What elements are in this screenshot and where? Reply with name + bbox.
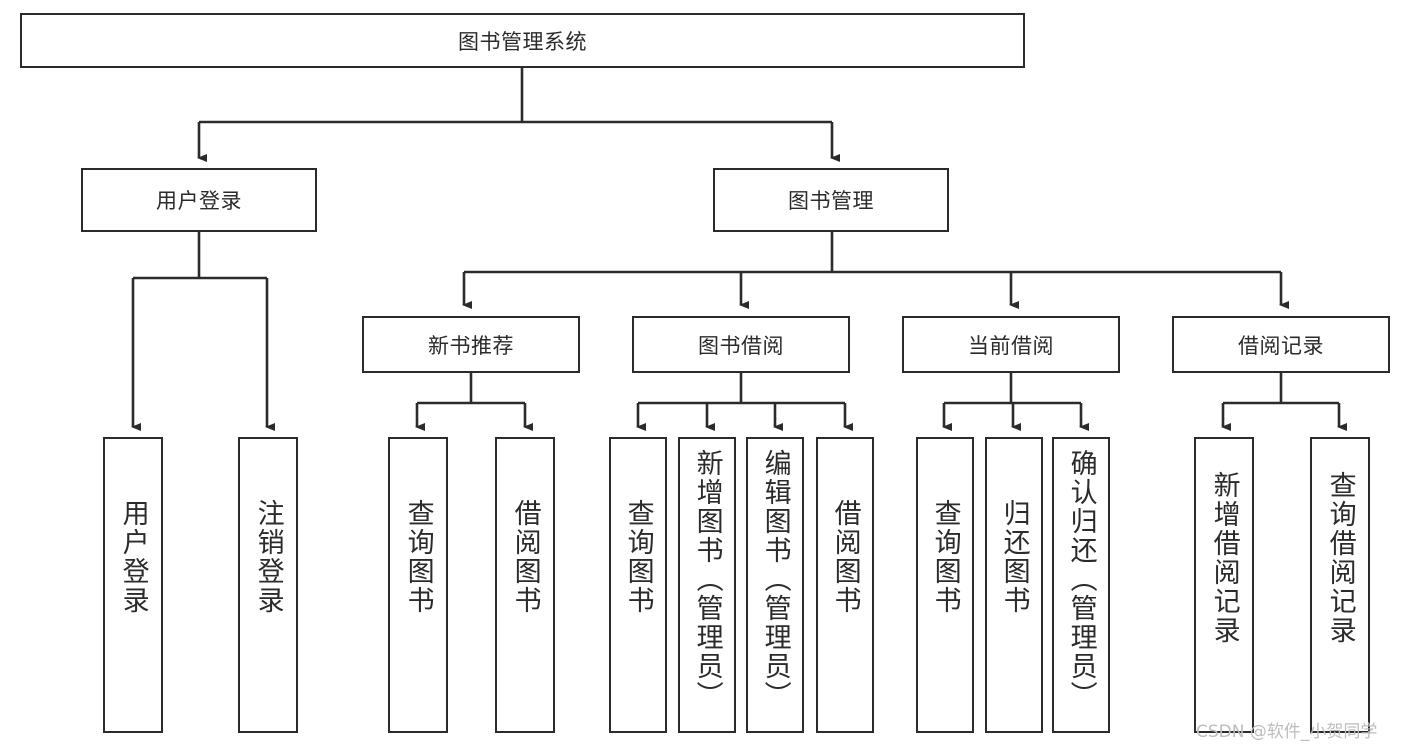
node-current-borrow-label: 当前借阅: [968, 333, 1054, 358]
leaf-query-book-current[interactable]: 查询图书: [916, 437, 974, 733]
leaf-query-book-current-label: 查询图书: [929, 499, 961, 615]
leaf-add-borrow-record[interactable]: 新增借阅记录: [1194, 437, 1254, 733]
leaf-query-book-borrow-label: 查询图书: [622, 499, 654, 615]
leaf-confirm-return-admin[interactable]: 确认归还（管理员）: [1052, 437, 1110, 733]
leaf-edit-book-admin[interactable]: 编辑图书（管理员）: [746, 437, 804, 733]
leaf-query-borrow-record[interactable]: 查询借阅记录: [1310, 437, 1370, 733]
node-book-management-label: 图书管理: [788, 189, 874, 213]
node-book-borrow[interactable]: 图书借阅: [632, 316, 850, 373]
leaf-query-book-recommend-label: 查询图书: [402, 499, 434, 615]
node-new-book-recommend[interactable]: 新书推荐: [362, 316, 580, 373]
leaf-borrow-book-label: 借阅图书: [829, 499, 861, 615]
leaf-confirm-return-admin-label: 确认归还（管理员）: [1065, 449, 1097, 710]
node-book-management[interactable]: 图书管理: [713, 168, 949, 232]
leaf-borrow-book-recommend[interactable]: 借阅图书: [495, 437, 555, 733]
leaf-borrow-book[interactable]: 借阅图书: [816, 437, 874, 733]
leaf-query-borrow-record-label: 查询借阅记录: [1324, 471, 1356, 645]
leaf-add-book-admin-label: 新增图书（管理员）: [691, 449, 723, 710]
node-borrow-record[interactable]: 借阅记录: [1172, 316, 1390, 373]
node-user-login-label: 用户登录: [156, 189, 242, 213]
node-new-book-recommend-label: 新书推荐: [428, 333, 514, 358]
leaf-query-book-borrow[interactable]: 查询图书: [609, 437, 667, 733]
node-current-borrow[interactable]: 当前借阅: [902, 316, 1120, 373]
leaf-query-book-recommend[interactable]: 查询图书: [388, 437, 448, 733]
leaf-user-login-label: 用户登录: [117, 499, 149, 615]
leaf-add-book-admin[interactable]: 新增图书（管理员）: [678, 437, 736, 733]
node-borrow-record-label: 借阅记录: [1238, 333, 1324, 358]
node-user-login[interactable]: 用户登录: [81, 168, 317, 232]
leaf-logout-label: 注销登录: [252, 499, 284, 615]
node-book-borrow-label: 图书借阅: [698, 333, 784, 358]
leaf-return-book[interactable]: 归还图书: [985, 437, 1043, 733]
node-root[interactable]: 图书管理系统: [20, 13, 1025, 68]
node-root-label: 图书管理系统: [458, 29, 587, 54]
leaf-add-borrow-record-label: 新增借阅记录: [1208, 471, 1240, 645]
leaf-user-login[interactable]: 用户登录: [103, 437, 163, 733]
watermark: CSDN @软件_小贺同学: [1196, 722, 1378, 742]
leaf-borrow-book-recommend-label: 借阅图书: [509, 499, 541, 615]
leaf-edit-book-admin-label: 编辑图书（管理员）: [759, 449, 791, 710]
leaf-return-book-label: 归还图书: [998, 499, 1030, 615]
leaf-logout[interactable]: 注销登录: [238, 437, 298, 733]
